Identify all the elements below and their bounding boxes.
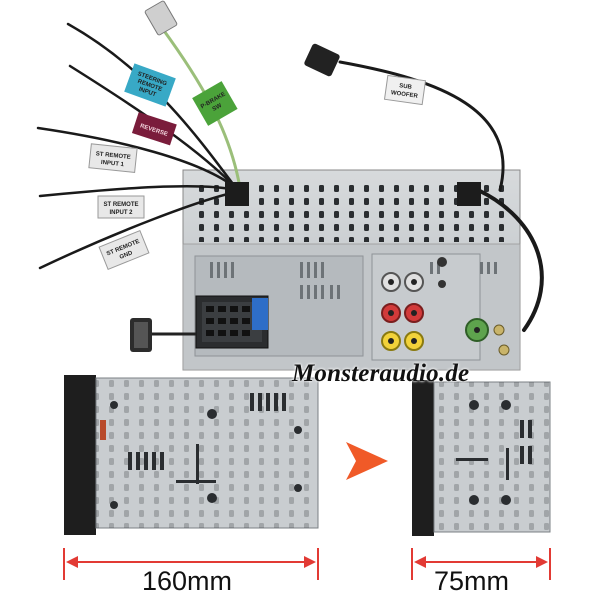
svg-text:SW: SW [212, 103, 224, 113]
svg-text:ST REMOTE: ST REMOTE [103, 202, 138, 208]
svg-text:INPUT 1: INPUT 1 [101, 160, 125, 168]
svg-text:SUB: SUB [399, 83, 413, 91]
sub-woofer-plug [304, 43, 340, 77]
arrow-right-icon [346, 442, 388, 480]
tag-p-brake: P-BRAKE SW [192, 81, 238, 126]
dimension-line-160 [63, 548, 319, 580]
svg-text:INPUT: INPUT [138, 87, 157, 99]
svg-text:ST REMOTE: ST REMOTE [95, 151, 130, 161]
tag-sub-woofer: SUB WOOFER [383, 74, 427, 106]
usb-plug [130, 318, 196, 352]
svg-text:INPUT 2: INPUT 2 [109, 210, 133, 216]
fakra-plug [144, 0, 178, 36]
tag-st-remote-input-1: ST REMOTE INPUT 1 [88, 143, 138, 173]
side-view-long [64, 375, 319, 535]
rca-jacks [381, 257, 510, 356]
tag-st-remote-gnd: ST REMOTE GND [98, 229, 150, 271]
tag-reverse: REVERSE [131, 112, 177, 146]
side-view-short [412, 380, 551, 536]
tag-st-remote-input-2: ST REMOTE INPUT 2 [97, 195, 145, 219]
depth-label-75: 75mm [434, 566, 510, 596]
svg-text:WOOFER: WOOFER [391, 90, 419, 100]
svg-text:GND: GND [119, 250, 134, 261]
dimension-line-75 [411, 548, 551, 580]
harness-grommet [225, 182, 249, 206]
iso-connector [195, 295, 269, 349]
sub-grommet [457, 182, 481, 206]
depth-label-160: 160mm [142, 566, 233, 596]
tag-steering-remote: STEERING REMOTE INPUT [124, 63, 176, 107]
watermark-text: Monsteraudio.de [292, 360, 470, 387]
